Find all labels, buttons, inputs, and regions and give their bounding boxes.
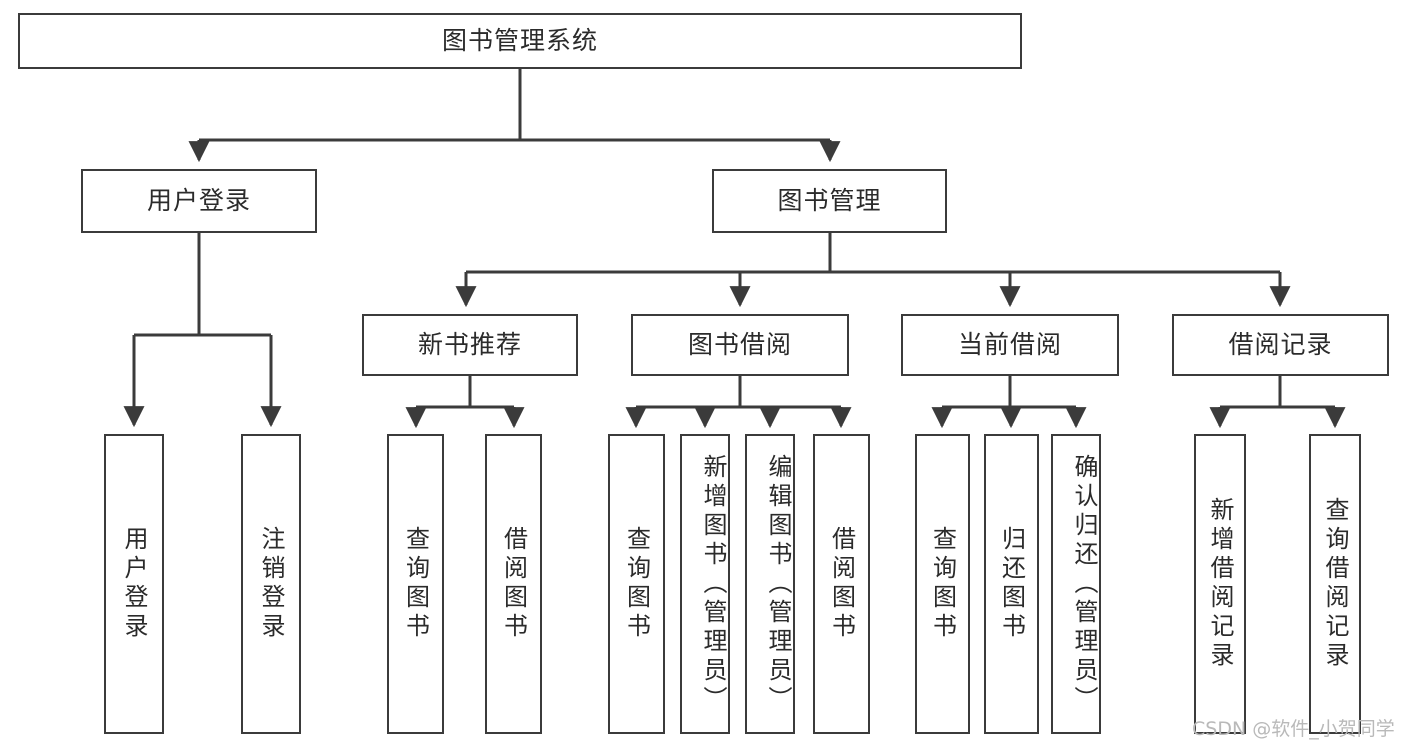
node-new-book-recommend[interactable]: 新书推荐 [362, 314, 578, 376]
node-leaf-return-book[interactable]: 归还图书 [984, 434, 1039, 734]
node-book-manage-label: 图书管理 [777, 186, 882, 215]
node-leaf-query-book-3-label: 查询图书 [928, 526, 957, 642]
node-leaf-add-record-label: 新增借阅记录 [1206, 497, 1234, 671]
node-leaf-query-book-2-label: 查询图书 [622, 526, 651, 642]
node-borrow-record-label: 借阅记录 [1228, 330, 1333, 359]
node-leaf-user-login-label: 用户登录 [120, 526, 148, 642]
node-leaf-query-record[interactable]: 查询借阅记录 [1309, 434, 1361, 734]
node-new-book-recommend-label: 新书推荐 [417, 330, 522, 359]
csdn-watermark: CSDN @软件_小贺同学 [1192, 718, 1395, 740]
node-borrow-record[interactable]: 借阅记录 [1172, 314, 1389, 376]
node-leaf-borrow-book-2[interactable]: 借阅图书 [813, 434, 870, 734]
node-leaf-query-book-3[interactable]: 查询图书 [915, 434, 970, 734]
node-current-borrow[interactable]: 当前借阅 [901, 314, 1119, 376]
node-leaf-confirm-return[interactable]: 确认归还（管理员） [1051, 434, 1101, 734]
node-leaf-query-book-1-label: 查询图书 [401, 526, 430, 642]
node-leaf-add-book-label: 新增图书（管理员） [699, 453, 727, 715]
node-leaf-borrow-book-2-label: 借阅图书 [827, 526, 856, 642]
node-leaf-query-book-2[interactable]: 查询图书 [608, 434, 665, 734]
node-leaf-edit-book-label: 编辑图书（管理员） [764, 453, 792, 715]
node-leaf-logout[interactable]: 注销登录 [241, 434, 301, 734]
node-user-login[interactable]: 用户登录 [81, 169, 317, 233]
node-book-borrow-label: 图书借阅 [687, 330, 792, 359]
node-leaf-query-book-1[interactable]: 查询图书 [387, 434, 444, 734]
node-book-borrow[interactable]: 图书借阅 [631, 314, 849, 376]
node-leaf-query-record-label: 查询借阅记录 [1321, 497, 1349, 671]
node-user-login-label: 用户登录 [146, 186, 251, 215]
node-leaf-borrow-book-1-label: 借阅图书 [499, 526, 528, 642]
node-leaf-return-book-label: 归还图书 [997, 526, 1026, 642]
node-leaf-add-book[interactable]: 新增图书（管理员） [680, 434, 730, 734]
node-book-manage[interactable]: 图书管理 [712, 169, 947, 233]
node-leaf-logout-label: 注销登录 [257, 526, 285, 642]
node-leaf-add-record[interactable]: 新增借阅记录 [1194, 434, 1246, 734]
node-current-borrow-label: 当前借阅 [957, 330, 1062, 359]
node-leaf-confirm-return-label: 确认归还（管理员） [1070, 453, 1098, 715]
node-root-system[interactable]: 图书管理系统 [18, 13, 1022, 69]
node-leaf-user-login[interactable]: 用户登录 [104, 434, 164, 734]
node-leaf-edit-book[interactable]: 编辑图书（管理员） [745, 434, 795, 734]
node-root-system-label: 图书管理系统 [441, 26, 598, 55]
node-leaf-borrow-book-1[interactable]: 借阅图书 [485, 434, 542, 734]
